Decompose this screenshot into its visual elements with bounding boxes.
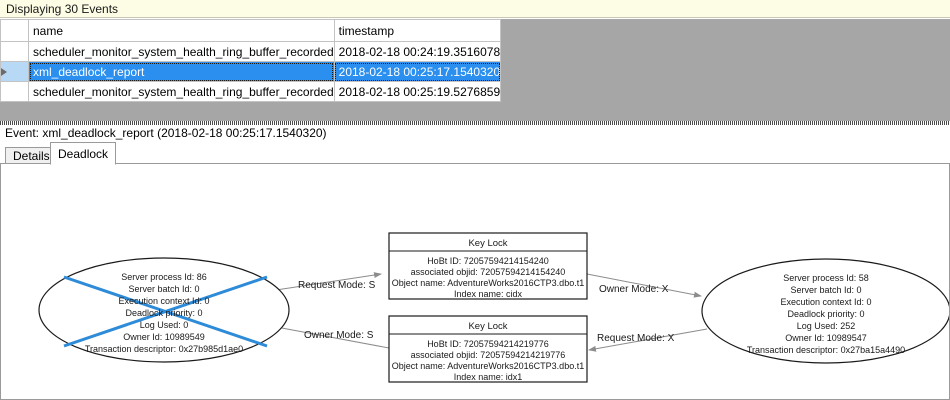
process-right-line-2: Execution context Id: 0: [780, 297, 871, 307]
process-left-line-3: Deadlock priority: 0: [125, 308, 202, 318]
grid-header-row: name timestamp: [0, 19, 502, 42]
edge-right-request: Request Mode: X: [588, 328, 708, 352]
table-row[interactable]: scheduler_monitor_system_health_ring_buf…: [0, 41, 502, 62]
keylock-bottom-line-3: Index name: idx1: [454, 372, 523, 382]
edge-right-owner-arrow: [586, 273, 702, 298]
tab-deadlock-label: Deadlock: [58, 146, 109, 161]
edge-left-request-label: Request Mode: S: [298, 280, 376, 291]
column-header-name[interactable]: name: [28, 19, 335, 42]
keylock-top-node[interactable]: Key Lock HoBt ID: 72057594214154240 asso…: [388, 232, 588, 300]
edge-left-request: Request Mode: S: [262, 272, 382, 293]
table-row[interactable]: xml_deadlock_report 2018-02-18 00:25:17.…: [0, 61, 502, 82]
process-right-line-0: Server process Id: 58: [783, 273, 869, 283]
process-left-line-1: Server batch Id: 0: [128, 284, 199, 294]
process-right-node[interactable]: Server process Id: 58 Server batch Id: 0…: [701, 258, 949, 364]
victim-cross-icon: [63, 275, 268, 348]
event-header-label: Event: xml_deadlock_report (2018-02-18 0…: [5, 126, 327, 140]
edge-left-request-arrow: [262, 272, 382, 293]
process-left-line-5: Owner Id: 10989549: [123, 332, 205, 342]
row-arrow-icon: [1, 68, 7, 77]
edge-right-request-label: Request Mode: X: [597, 333, 675, 344]
keylock-top-line-3: Index name: cidx: [454, 289, 523, 299]
process-right-line-5: Owner Id: 10989547: [785, 333, 867, 343]
tab-strip: Details Deadlock: [0, 142, 950, 165]
keylock-top-title: Key Lock: [468, 238, 507, 249]
cell-name[interactable]: scheduler_monitor_system_health_ring_buf…: [28, 81, 335, 102]
process-right-ellipse[interactable]: [701, 258, 949, 364]
keylock-bottom-line-0: HoBt ID: 72057594214219776: [427, 339, 549, 349]
pane-splitter[interactable]: [0, 121, 950, 125]
tab-deadlock[interactable]: Deadlock: [50, 142, 117, 165]
keylock-top-line-2: Object name: AdventureWorks2016CTP3.dbo.…: [392, 278, 584, 288]
keylock-bottom-title: Key Lock: [468, 321, 507, 332]
events-count-label: Displaying 30 Events: [6, 1, 119, 16]
keylock-bottom-box[interactable]: [388, 315, 588, 383]
events-grid[interactable]: name timestamp scheduler_monitor_system_…: [0, 19, 502, 102]
edge-left-owner: Owner Mode: S: [270, 324, 390, 349]
deadlock-graph-canvas[interactable]: Request Mode: S Owner Mode: S Owner Mode…: [0, 164, 950, 400]
row-selector-cell[interactable]: [0, 41, 29, 62]
deadlock-graph-svg: Request Mode: S Owner Mode: S Owner Mode…: [38, 232, 949, 383]
process-left-line-6: Transaction descriptor: 0x27b985d1ae0: [85, 344, 243, 354]
process-right-line-4: Log Used: 252: [797, 321, 856, 331]
process-right-line-1: Server batch Id: 0: [790, 285, 861, 295]
table-row[interactable]: scheduler_monitor_system_health_ring_buf…: [0, 81, 502, 102]
cell-timestamp[interactable]: 2018-02-18 00:25:17.1540320: [334, 61, 502, 82]
events-grid-container[interactable]: name timestamp scheduler_monitor_system_…: [0, 19, 950, 121]
cell-timestamp[interactable]: 2018-02-18 00:25:19.5276859: [334, 81, 502, 102]
process-right-line-3: Deadlock priority: 0: [787, 309, 864, 319]
cell-timestamp[interactable]: 2018-02-18 00:24:19.3516078: [334, 41, 502, 62]
edge-left-owner-arrow: [270, 324, 390, 349]
edge-right-owner: Owner Mode: X: [586, 273, 702, 298]
cell-name[interactable]: scheduler_monitor_system_health_ring_buf…: [28, 41, 335, 62]
edge-left-owner-label: Owner Mode: S: [304, 330, 374, 341]
events-count-banner: Displaying 30 Events: [0, 0, 950, 18]
edge-right-owner-label: Owner Mode: X: [599, 284, 669, 295]
tab-details-label: Details: [13, 148, 50, 163]
column-header-timestamp[interactable]: timestamp: [334, 19, 502, 42]
row-selector-cell[interactable]: [0, 81, 29, 102]
keylock-top-line-0: HoBt ID: 72057594214154240: [427, 256, 549, 266]
row-selector-cell[interactable]: [0, 61, 29, 82]
process-right-line-6: Transaction descriptor: 0x27ba15a4490: [747, 345, 905, 355]
keylock-bottom-node[interactable]: Key Lock HoBt ID: 72057594214219776 asso…: [388, 315, 588, 383]
keylock-bottom-line-1: associated objid: 72057594214219776: [411, 350, 566, 360]
process-left-line-0: Server process Id: 86: [121, 272, 207, 282]
cell-name[interactable]: xml_deadlock_report: [28, 61, 335, 82]
process-left-line-2: Execution context Id: 0: [118, 296, 209, 306]
column-header-selector: [0, 19, 29, 42]
tab-details[interactable]: Details: [5, 147, 58, 164]
keylock-top-box[interactable]: [388, 232, 588, 300]
keylock-top-line-1: associated objid: 72057594214154240: [411, 267, 566, 277]
event-header: Event: xml_deadlock_report (2018-02-18 0…: [0, 125, 950, 141]
process-left-line-4: Log Used: 0: [140, 320, 189, 330]
edge-right-request-arrow: [588, 328, 708, 352]
tab-strip-underline: [0, 163, 950, 164]
process-left-node[interactable]: Server process Id: 86 Server batch Id: 0…: [38, 257, 290, 363]
keylock-bottom-line-2: Object name: AdventureWorks2016CTP3.dbo.…: [392, 361, 584, 371]
